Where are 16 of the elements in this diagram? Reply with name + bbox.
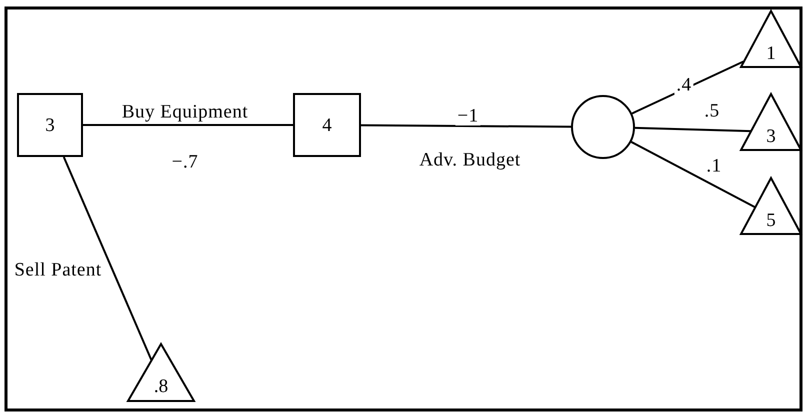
connector-line: [632, 60, 744, 114]
connector-line: [634, 126, 751, 132]
node-value: 1: [766, 44, 776, 62]
edge-label: Adv. Budget: [417, 150, 523, 170]
edge-label: .4: [674, 76, 694, 94]
node-value: 3: [766, 126, 776, 146]
node-value: 4: [322, 116, 332, 134]
connector-line: [361, 124, 571, 128]
node-value: 5: [766, 210, 776, 230]
edge-label: Buy Equipment: [120, 102, 250, 122]
connector-line: [630, 141, 756, 208]
node-value: 3: [45, 116, 55, 134]
connector-line: [62, 156, 152, 360]
connector-line: [83, 124, 293, 126]
node-value: .8: [154, 377, 168, 396]
value-label: −1: [455, 106, 481, 126]
